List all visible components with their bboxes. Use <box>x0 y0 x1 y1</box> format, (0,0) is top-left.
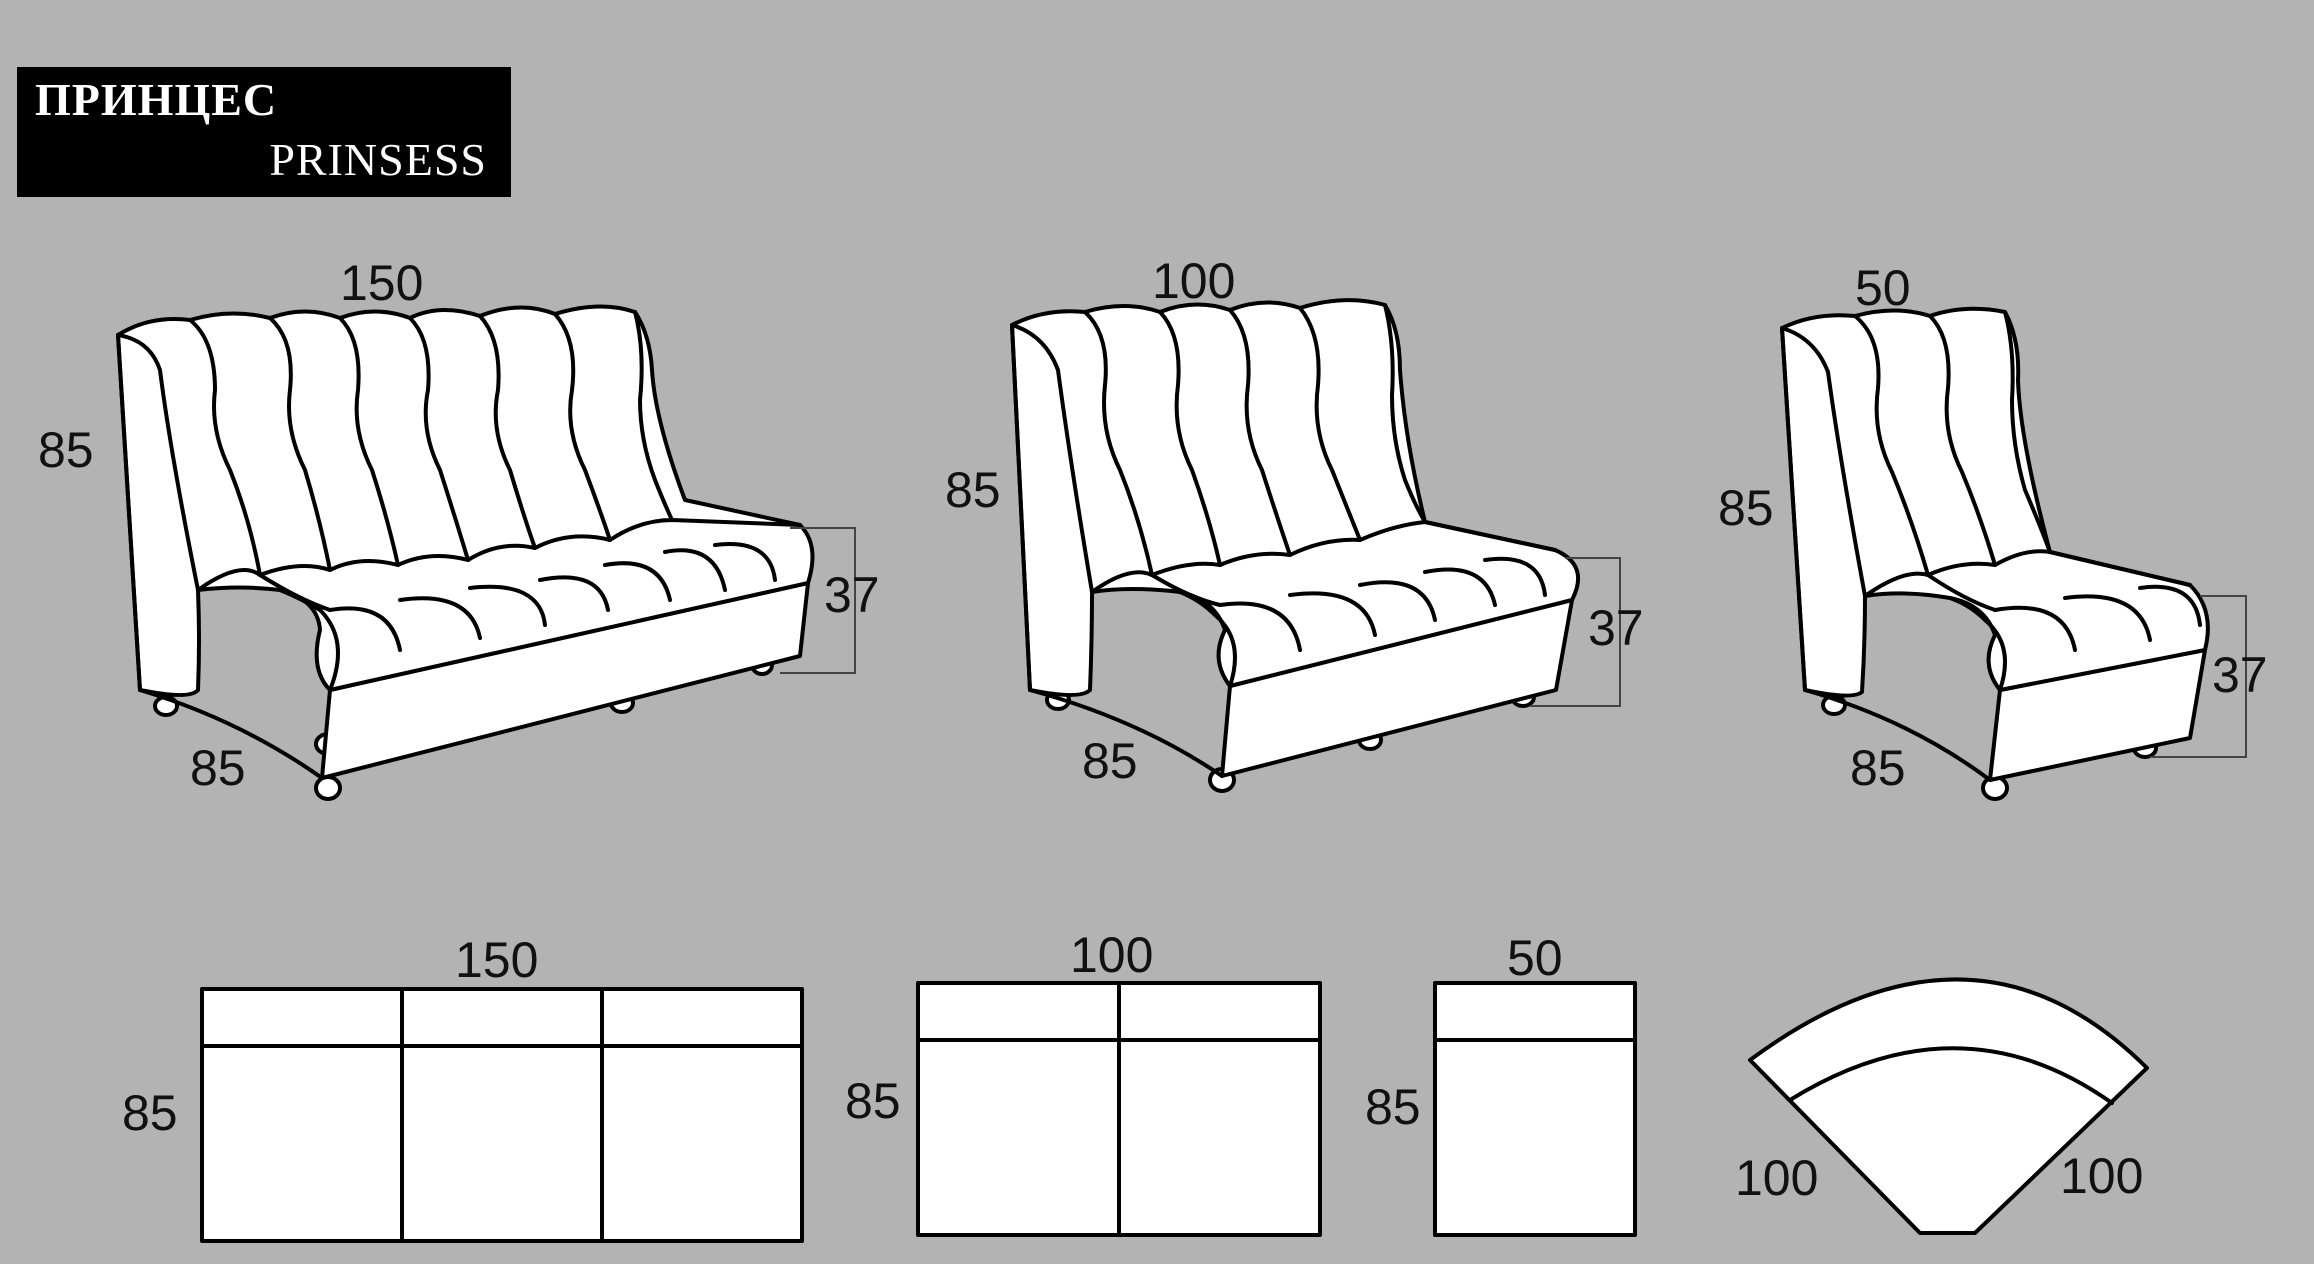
sofa-small-width-label: 50 <box>1855 260 1911 316</box>
plan-medium-width-label: 100 <box>1070 927 1153 983</box>
plan-corner-drawing: 100 100 <box>1735 977 2149 1235</box>
plan-medium-depth-label: 85 <box>845 1073 901 1129</box>
sofa-large-seat-label: 37 <box>824 567 880 623</box>
sofa-medium-drawing: 100 85 85 37 <box>945 253 1644 793</box>
sofa-medium-width-label: 100 <box>1152 253 1235 309</box>
sofa-large-width-label: 150 <box>340 255 423 311</box>
sofa-small-depth-label: 85 <box>1850 740 1906 796</box>
plan-corner-left-label: 100 <box>1735 1150 1818 1206</box>
plan-corner-right-label: 100 <box>2060 1148 2143 1204</box>
sofa-small-drawing: 50 85 85 37 <box>1718 260 2268 801</box>
sofa-large-depth-label: 85 <box>190 740 246 796</box>
product-title-en: PRINSESS <box>269 134 487 185</box>
sofa-medium-seat-label: 37 <box>1588 600 1644 656</box>
product-title-ru: ПРИНЦЕС <box>35 74 278 125</box>
plan-medium-drawing: 100 85 <box>845 927 1322 1237</box>
sofa-medium-depth-label: 85 <box>1082 733 1138 789</box>
sofa-large-height-label: 85 <box>38 422 94 478</box>
plan-small-drawing: 50 85 <box>1365 930 1637 1237</box>
sofa-large-drawing: 150 85 85 37 <box>38 255 880 801</box>
sofa-small-height-label: 85 <box>1718 480 1774 536</box>
sofa-small-seat-label: 37 <box>2212 647 2268 703</box>
sofa-medium-height-label: 85 <box>945 462 1001 518</box>
plan-small-width-label: 50 <box>1507 930 1563 986</box>
plan-large-width-label: 150 <box>455 932 538 988</box>
plan-large-depth-label: 85 <box>122 1085 178 1141</box>
plan-large-drawing: 150 85 <box>122 932 804 1243</box>
plan-small-depth-label: 85 <box>1365 1079 1421 1135</box>
product-title-box: ПРИНЦЕС PRINSESS <box>17 67 511 197</box>
